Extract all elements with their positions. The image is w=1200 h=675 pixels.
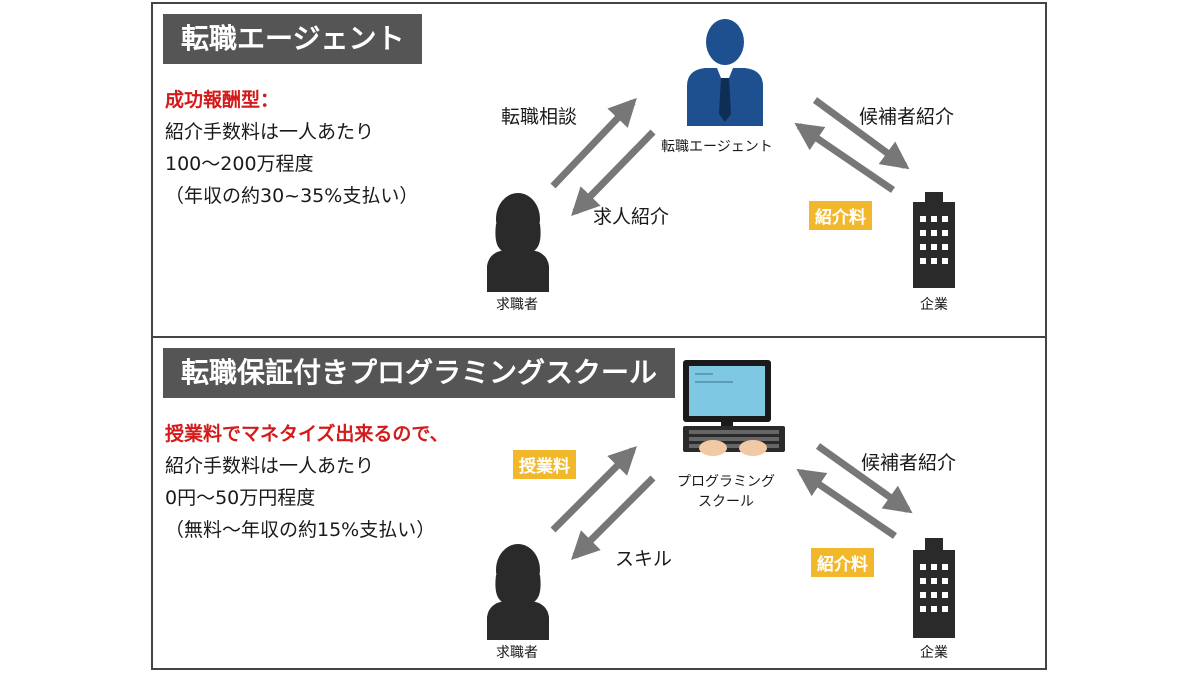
school-label-line: スクール [698, 494, 754, 510]
fee-badge: 紹介料 [811, 548, 874, 577]
section-description: 授業料でマネタイズ出来るので、 紹介手数料は一人あたり 0円〜50万円程度 （無… [165, 418, 449, 546]
arrow-consult [550, 97, 637, 189]
section-agent: 転職エージェント 成功報酬型： 紹介手数料は一人あたり 100〜200万程度 （… [153, 4, 1045, 336]
jobseeker-label: 求職者 [496, 645, 538, 661]
flow-diagram [487, 360, 955, 640]
section-title: 転職エージェント [163, 14, 423, 64]
tuition-badge: 授業料 [513, 450, 576, 479]
arrow-candidate [812, 97, 910, 170]
section-school: 転職保証付きプログラミングスクール 授業料でマネタイズ出来るので、 紹介手数料は… [153, 338, 1045, 668]
job-intro-label: 求人紹介 [593, 206, 670, 228]
section-title: 転職保証付きプログラミングスクール [163, 348, 676, 398]
fee-badge: 紹介料 [809, 201, 872, 230]
arrow-job-intro [571, 129, 656, 217]
desc-line: 紹介手数料は一人あたり [165, 455, 375, 477]
desc-heading: 成功報酬型： [165, 89, 280, 111]
candidate-label: 候補者紹介 [859, 106, 955, 128]
company-label: 企業 [920, 645, 948, 661]
school-label: プログラミング スクール [677, 472, 775, 512]
woman-icon [487, 544, 549, 640]
desc-line: （年収の約30~35%支払い） [165, 185, 419, 207]
skill-label: スキル [615, 548, 673, 570]
businessman-icon [687, 19, 763, 126]
flow-diagram [487, 19, 955, 292]
woman-icon [487, 193, 549, 292]
arrow-fee [796, 468, 897, 539]
desc-heading: 授業料でマネタイズ出来るので、 [165, 423, 449, 445]
desc-line: 100〜200万程度 [165, 153, 314, 175]
desc-line: 0円〜50万円程度 [165, 487, 316, 509]
desc-line: （無料〜年収の約15%支払い） [165, 519, 436, 541]
desc-line: 紹介手数料は一人あたり [165, 121, 375, 143]
section-description: 成功報酬型： 紹介手数料は一人あたり 100〜200万程度 （年収の約30~35… [165, 84, 418, 212]
arrow-tuition [550, 446, 637, 533]
arrow-skill [571, 475, 656, 560]
building-icon [913, 192, 955, 288]
computer-icon [683, 360, 785, 456]
company-label: 企業 [920, 297, 948, 313]
candidate-label: 候補者紹介 [861, 452, 957, 474]
school-label-line: プログラミング [677, 474, 775, 490]
building-icon [913, 538, 955, 638]
arrow-fee [794, 122, 895, 193]
arrow-candidate [815, 443, 913, 514]
agent-label: 転職エージェント [661, 139, 773, 155]
jobseeker-label: 求職者 [496, 297, 538, 313]
consult-label: 転職相談 [501, 106, 578, 128]
section-divider [151, 336, 1047, 338]
